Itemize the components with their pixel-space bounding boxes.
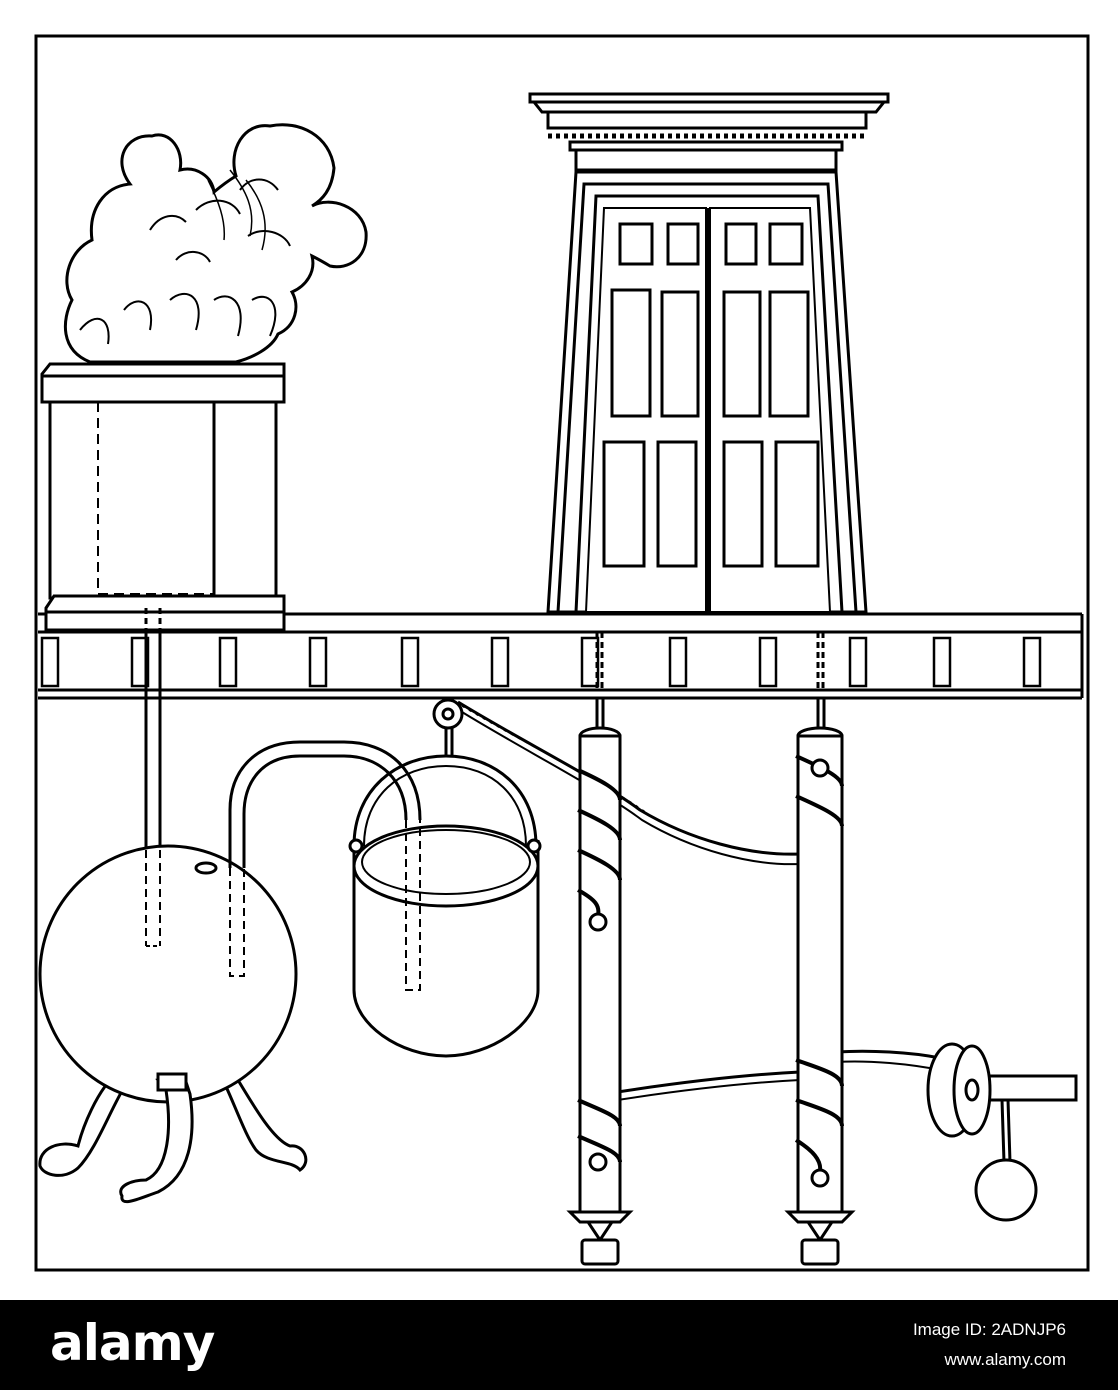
image-id-label: Image ID: 2ADNJP6 (912, 1320, 1066, 1339)
right-axle-winding (794, 754, 844, 1188)
floor-dentils (40, 636, 1042, 688)
drawing-frame (34, 34, 1090, 1272)
stock-footer: alamy Image ID: 2ADNJP6 www.alamy.com (0, 1300, 1118, 1390)
bucket (348, 720, 542, 1058)
altar (40, 362, 286, 632)
alamy-wordmark[interactable]: alamy (50, 1314, 215, 1372)
counterweight-pulley (926, 1042, 1078, 1163)
upper-pulley (432, 698, 464, 730)
water-sphere (38, 844, 308, 1204)
siphon-tube (228, 740, 422, 991)
temple-doorway (528, 92, 890, 614)
altar-fire-smoke (63, 123, 368, 364)
left-axle-winding (577, 768, 622, 1172)
temple-door-mechanism-diagram (34, 34, 1090, 1272)
counterweight (974, 1158, 1038, 1222)
left-door-axle (566, 632, 634, 1266)
site-url-link[interactable]: www.alamy.com (944, 1350, 1066, 1369)
door-panels (602, 222, 820, 568)
